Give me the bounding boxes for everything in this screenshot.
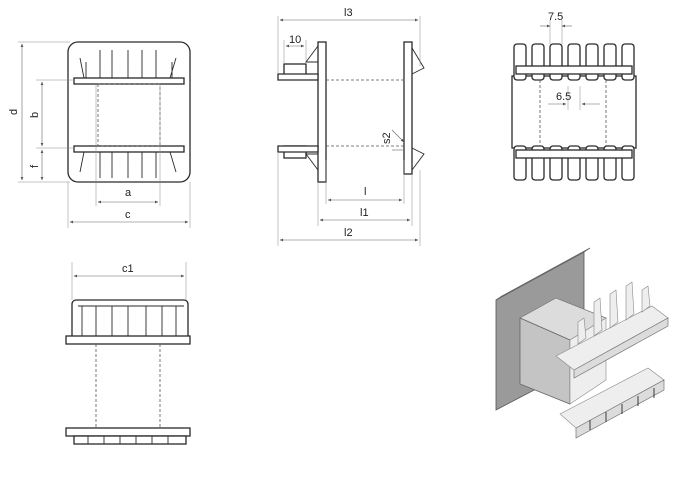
dim-l1-label: l1 — [360, 207, 369, 219]
top-view-lower-rim — [65, 427, 191, 437]
pin-view-upper-combs — [513, 43, 635, 81]
front-view: d b f a c — [8, 41, 191, 228]
dim-c-label: c — [125, 209, 131, 221]
dim-f-label: f — [29, 164, 41, 168]
dim-l2-label: l2 — [344, 227, 353, 239]
dim-c1-label: c1 — [122, 263, 134, 275]
side-view: l3 10 s2 l l1 l2 — [277, 7, 425, 246]
dim-s2-label: s2 — [381, 132, 393, 144]
top-view-upper-slots — [78, 305, 184, 336]
side-upper-clip — [411, 47, 425, 75]
side-upper-pin-block — [277, 44, 319, 81]
pin-view: 7.5 6.5 — [511, 11, 637, 181]
iso-upper-fingers — [577, 281, 651, 345]
top-view-lower-slots — [73, 435, 187, 445]
side-lower-clip — [411, 147, 425, 171]
dim-l-label: l — [364, 186, 366, 198]
dim-10-label: 10 — [289, 34, 301, 46]
dim-d-label: d — [8, 109, 20, 115]
isometric-view — [495, 247, 669, 439]
pin-view-lower-combs — [513, 145, 635, 181]
top-view-upper-rim — [65, 335, 191, 345]
dim-l3-label: l3 — [344, 7, 353, 19]
dim-6-5-label: 6.5 — [556, 91, 571, 103]
dim-a-label: a — [125, 187, 132, 199]
dim-7-5-label: 7.5 — [548, 11, 563, 23]
side-lower-pin-block — [277, 145, 319, 172]
side-right-flange — [403, 41, 413, 175]
dim-b-label: b — [29, 112, 41, 118]
top-view: c1 — [65, 262, 191, 445]
pin-view-body — [511, 75, 637, 149]
side-left-flange — [317, 41, 327, 183]
